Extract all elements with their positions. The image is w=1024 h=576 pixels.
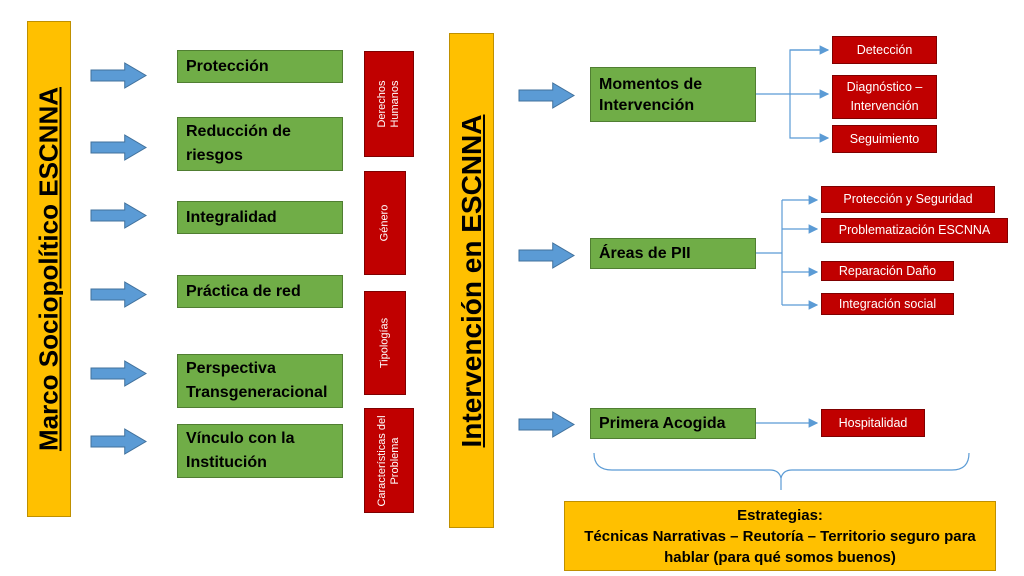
principle-practica-red: Práctica de red: [177, 275, 343, 308]
arrow-icon: [90, 281, 147, 308]
arrow-icon: [90, 428, 147, 455]
node-momentos-intervencion: Momentos de Intervención: [590, 67, 756, 122]
principle-vinculo-institucion: Vínculo con la Institución: [177, 424, 343, 478]
arrow-icon: [90, 360, 147, 387]
strategies-text: Técnicas Narrativas – Reutoría – Territo…: [584, 527, 976, 566]
approach-tipologias-label: Tipologías: [378, 317, 391, 369]
node-areas-pii: Áreas de PII: [590, 238, 756, 269]
strategies-box: Estrategias: Técnicas Narrativas – Reuto…: [564, 501, 996, 571]
approach-genero-label: Género: [378, 204, 391, 242]
arrow-icon: [90, 134, 147, 161]
connector-momentos: [756, 49, 828, 95]
approach-derechos-humanos-label: Derechos Humanos: [376, 80, 401, 128]
marco-sociopolitico-bar: Marco Sociopolítico ESCNNA: [27, 21, 71, 517]
child-diagnostico-intervencion: Diagnóstico – Intervención: [832, 75, 937, 119]
child-deteccion: Detección: [832, 36, 937, 64]
approach-genero: Género: [364, 171, 406, 275]
intervencion-title: Intervención en ESCNNA: [455, 114, 487, 447]
child-hospitalidad: Hospitalidad: [821, 409, 925, 437]
marco-sociopolitico-title: Marco Sociopolítico ESCNNA: [33, 86, 64, 452]
principle-integralidad: Integralidad: [177, 201, 343, 234]
approach-tipologias: Tipologías: [364, 291, 406, 395]
child-reparacion-dano: Reparación Daño: [821, 261, 954, 281]
arrow-icon: [518, 242, 575, 269]
principle-reduccion-riesgos: Reducción de riesgos: [177, 117, 343, 171]
principle-proteccion: Protección: [177, 50, 343, 83]
child-seguimiento: Seguimiento: [832, 125, 937, 153]
brace: [593, 452, 970, 479]
arrow-icon: [518, 411, 575, 438]
principle-perspectiva-transgeneracional: Perspectiva Transgeneracional: [177, 354, 343, 408]
child-proteccion-seguridad: Protección y Seguridad: [821, 186, 995, 213]
strategies-heading: Estrategias:: [737, 506, 823, 524]
arrow-icon: [90, 62, 147, 89]
node-primera-acogida: Primera Acogida: [590, 408, 756, 439]
child-integracion-social: Integración social: [821, 293, 954, 315]
child-problematizacion-escnna: Problematización ESCNNA: [821, 218, 1008, 243]
approach-caracteristicas-label: Características del Problema: [376, 414, 401, 507]
arrow-icon: [518, 82, 575, 109]
approach-derechos-humanos: Derechos Humanos: [364, 51, 414, 157]
intervencion-bar: Intervención en ESCNNA: [449, 33, 494, 528]
approach-caracteristicas-problema: Características del Problema: [364, 408, 414, 513]
arrow-icon: [90, 202, 147, 229]
